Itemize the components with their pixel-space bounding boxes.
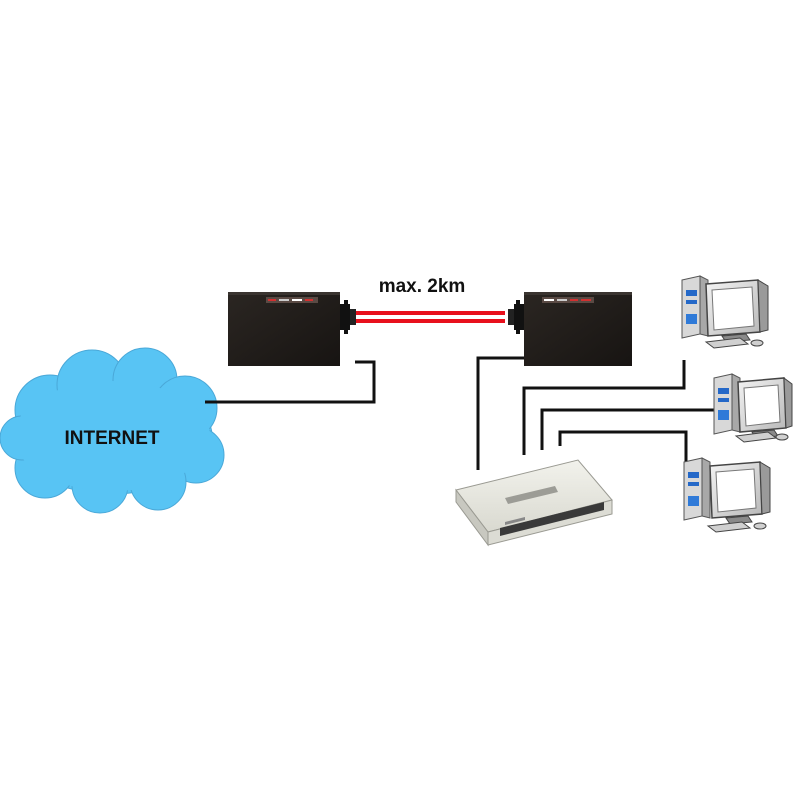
cable-switch-to-pc3 [558,430,688,470]
pc-1-mouse [750,339,764,347]
distance-label: max. 2km [379,276,466,297]
internet-cloud: INTERNET [0,347,225,514]
media-converter-left [228,292,356,366]
pc-3-keyboard [706,521,752,533]
pc-2 [713,373,793,443]
pc-2-mouse [775,433,789,441]
pc-3 [683,457,771,533]
fiber-link: max. 2km [355,276,505,323]
pc-1-tower [681,275,709,339]
copper-cables [205,356,718,470]
pc-2-keyboard [734,431,778,443]
internet-label: INTERNET [65,428,160,449]
pc-3-mouse [753,522,767,530]
pc-3-tower [683,457,711,521]
pc-1 [681,275,769,349]
cable-converter-to-switch [476,356,528,470]
pc-2-tower [713,373,741,435]
pc-2-monitor [737,376,793,439]
pc-1-keyboard [704,337,750,349]
network-switch [455,459,613,547]
pc-3-monitor [709,461,771,525]
media-converter-right [508,292,632,366]
pc-1-monitor [705,279,769,343]
cable-switch-to-pc2 [540,408,718,450]
cable-internet-to-converter [205,360,376,404]
cable-switch-to-pc1 [522,360,686,455]
